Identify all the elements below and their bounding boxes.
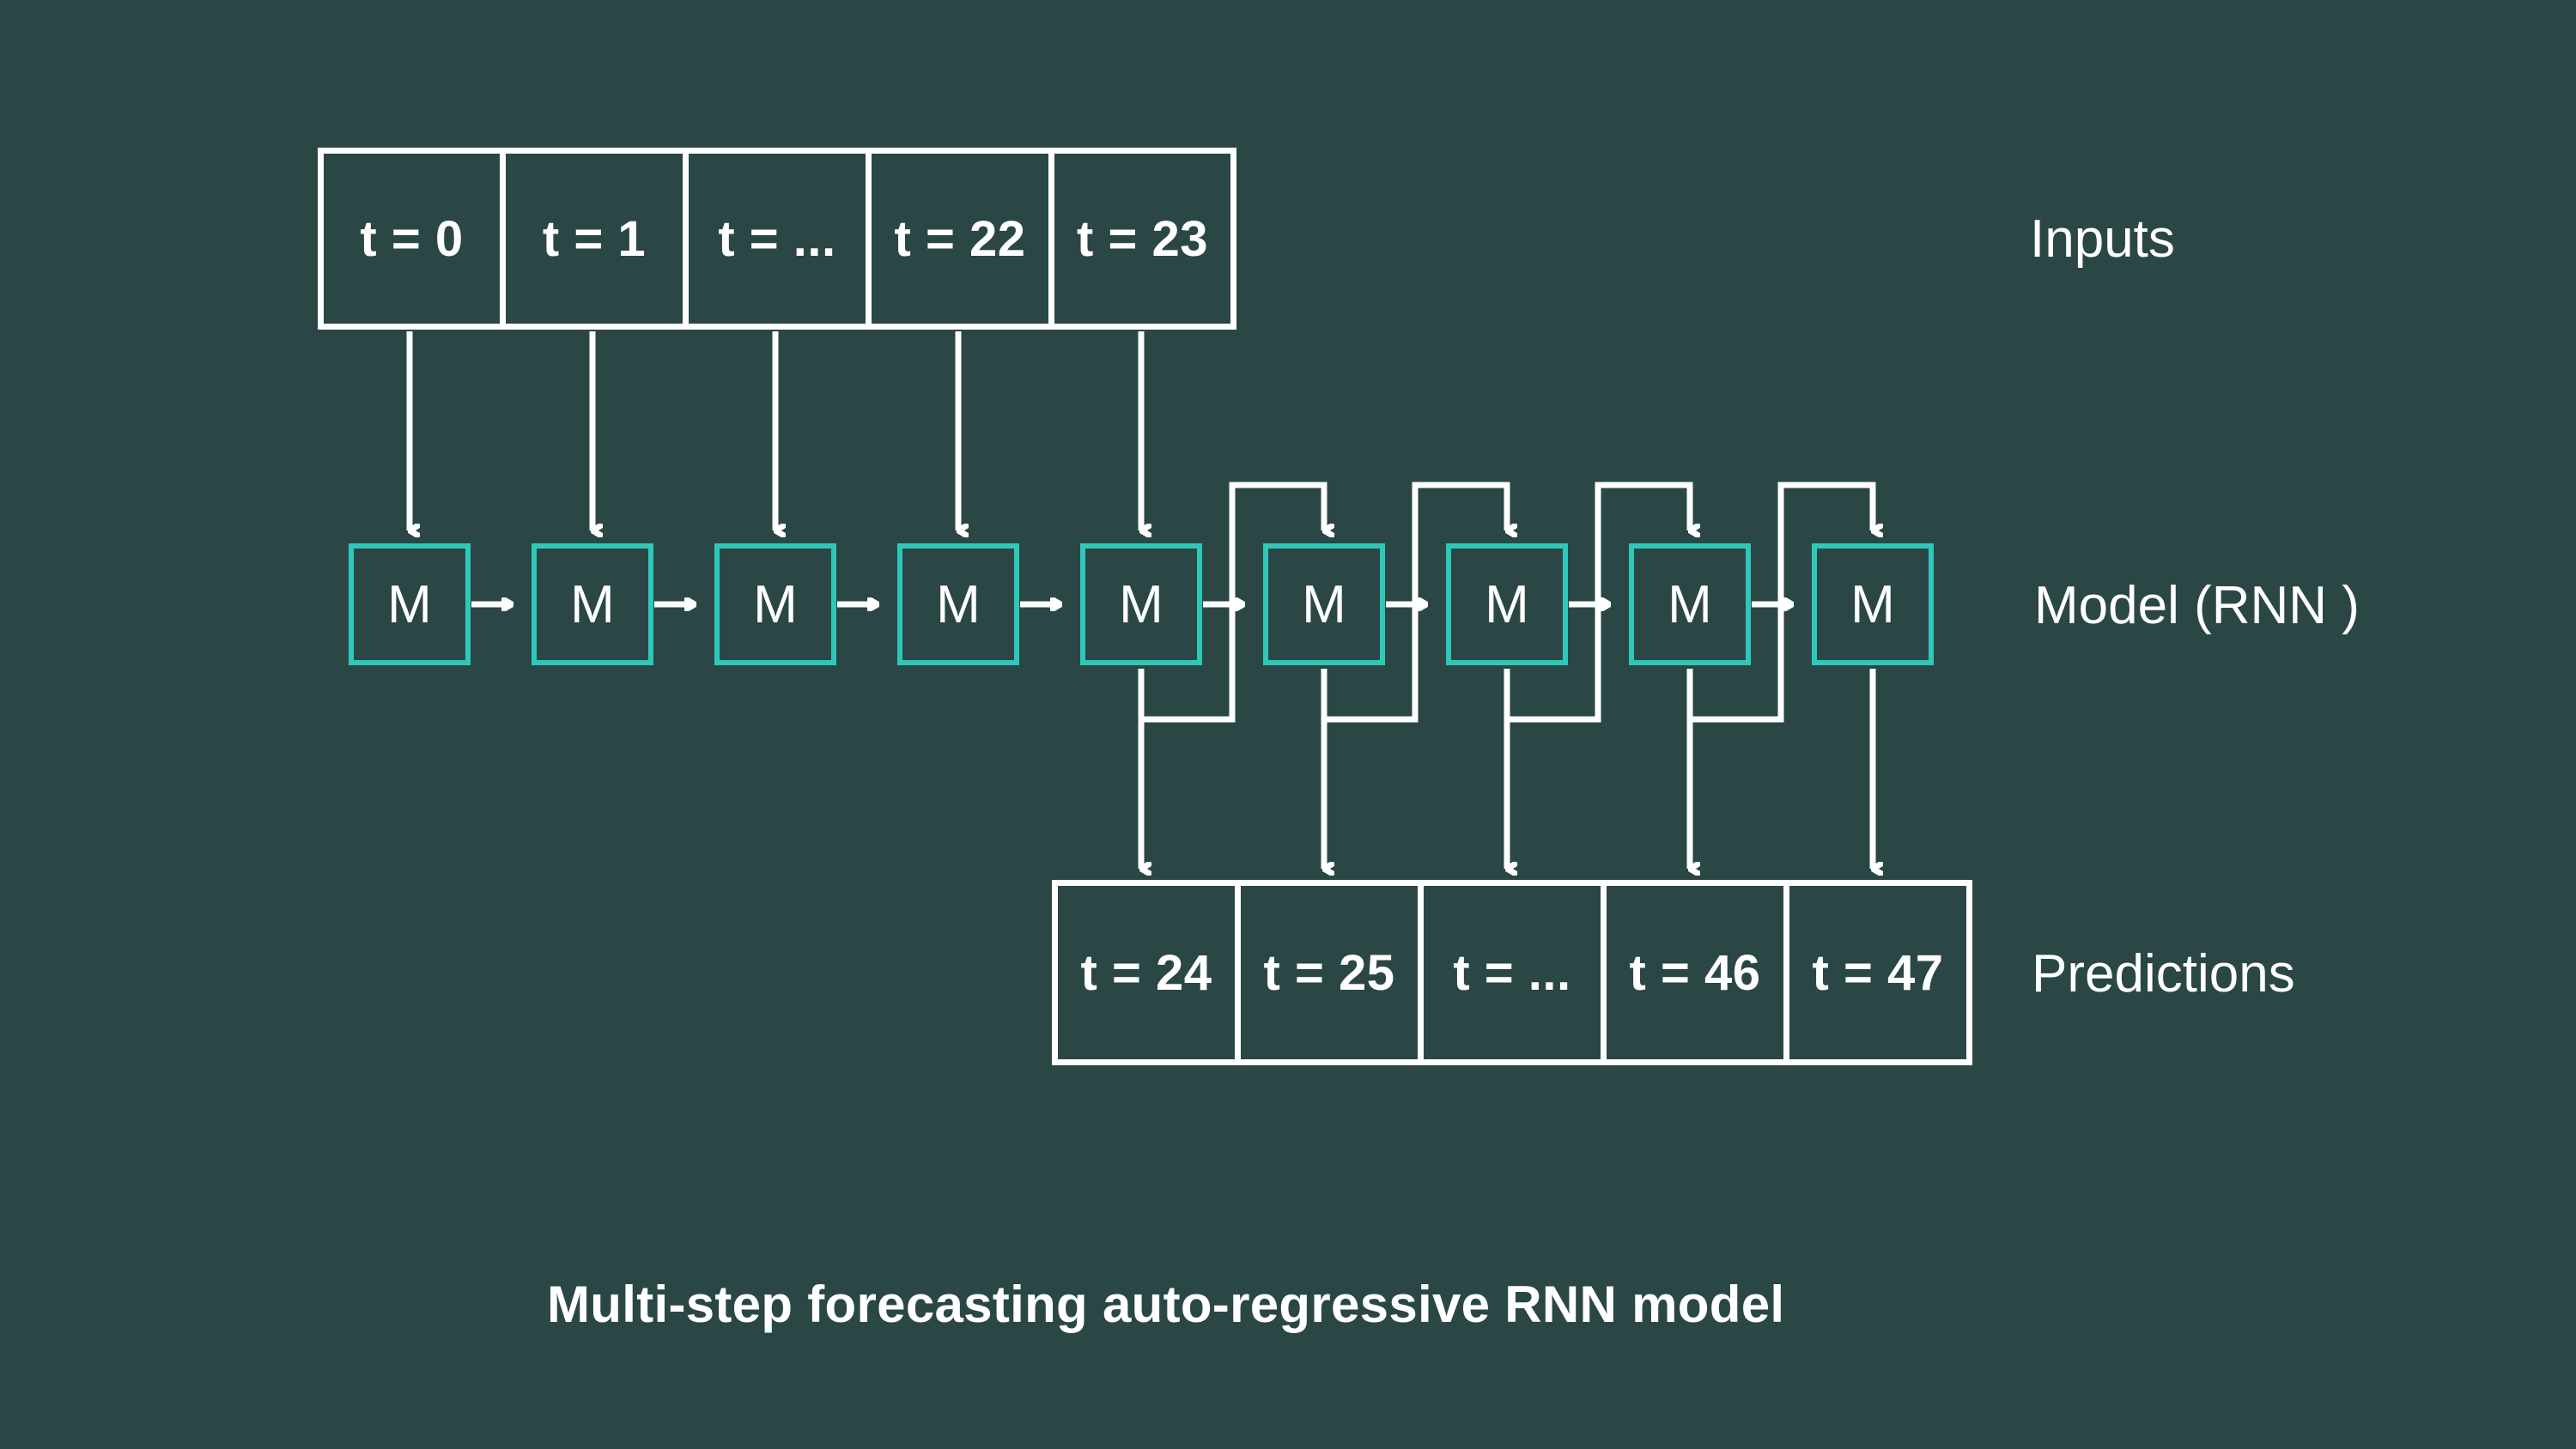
- model-cell-2[interactable]: M: [714, 543, 836, 665]
- prediction-cell-4[interactable]: t = 47: [1812, 944, 1944, 1001]
- input-cell-3[interactable]: t = 22: [872, 154, 1054, 324]
- input-to-model-arrows: [406, 331, 1141, 530]
- model-to-prediction-arrows: [1138, 669, 1873, 869]
- inputs-row: t = 0 t = 1 t = ... t = 22 t = 23: [318, 148, 1236, 330]
- model-cell-1[interactable]: M: [532, 543, 653, 665]
- prediction-cell-0[interactable]: t = 24: [1058, 886, 1241, 1059]
- model-row-label: Model (RNN ): [2034, 576, 2360, 635]
- model-cell-0[interactable]: M: [349, 543, 471, 665]
- model-cell-5[interactable]: M: [1263, 543, 1385, 665]
- prediction-cell-1[interactable]: t = 25: [1241, 886, 1424, 1059]
- input-cell-0[interactable]: t = 0: [324, 154, 506, 324]
- input-cell-4[interactable]: t = 23: [1077, 210, 1208, 267]
- input-cell-1[interactable]: t = 1: [506, 154, 689, 324]
- model-cell-3[interactable]: M: [897, 543, 1019, 665]
- predictions-row: t = 24 t = 25 t = ... t = 46 t = 47: [1052, 880, 1972, 1065]
- diagram-caption: Multi-step forecasting auto-regressive R…: [547, 1276, 1785, 1333]
- predictions-row-label: Predictions: [2032, 944, 2295, 1003]
- prediction-cell-3[interactable]: t = 46: [1607, 886, 1789, 1059]
- model-cell-4[interactable]: M: [1080, 543, 1202, 665]
- model-cell-7[interactable]: M: [1629, 543, 1751, 665]
- input-cell-2[interactable]: t = ...: [689, 154, 872, 324]
- model-cell-6[interactable]: M: [1446, 543, 1568, 665]
- model-cell-8[interactable]: M: [1812, 543, 1934, 665]
- inputs-row-label: Inputs: [2030, 209, 2175, 269]
- prediction-cell-2[interactable]: t = ...: [1424, 886, 1607, 1059]
